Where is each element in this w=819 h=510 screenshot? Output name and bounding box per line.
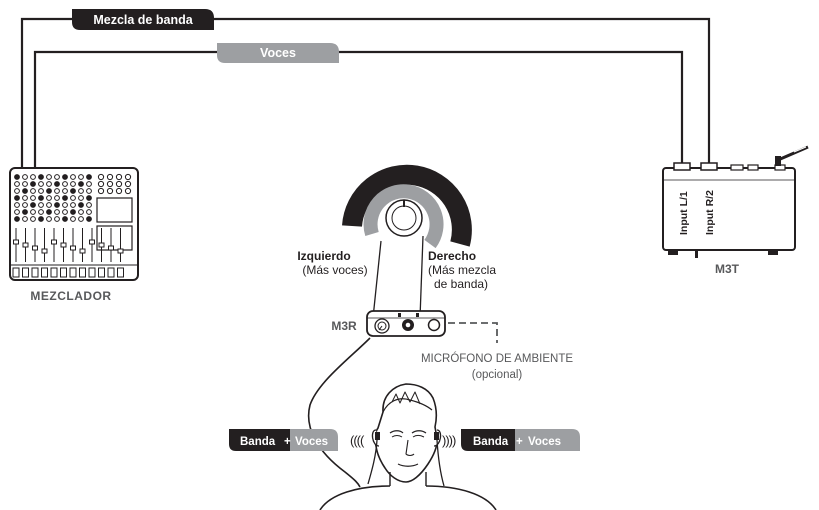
ambient-mic-title: MICRÓFONO DE AMBIENTE — [421, 352, 573, 365]
mixer-display — [96, 197, 133, 223]
input1-label: Input L/1 — [678, 191, 690, 235]
left-mix-badge: Banda + Voces — [229, 429, 338, 451]
right-sound-waves: )))) — [442, 433, 456, 448]
left-subtitle: (Más voces) — [302, 263, 367, 277]
left-sound-waves: (((( — [350, 433, 365, 448]
transmitter-device: Input L/1 Input R/2 — [662, 145, 809, 258]
input2-label: Input R/2 — [704, 190, 716, 235]
right-mix-badge: Banda + Voces — [461, 429, 580, 451]
band-mix-arc — [342, 164, 472, 247]
transmitter-label: M3T — [715, 262, 740, 276]
band-mix-cable — [20, 17, 711, 168]
earphone-cable — [307, 337, 371, 488]
band-mix-label: Mezcla de banda — [93, 13, 193, 27]
vocals-cable — [33, 50, 684, 168]
mixer-device — [9, 167, 139, 281]
antenna — [776, 145, 809, 166]
balance-knob-illustration — [342, 164, 472, 319]
right-subtitle-1: (Más mezcla — [428, 263, 496, 277]
right-title: Derecho — [428, 249, 476, 263]
listener-head — [319, 383, 497, 510]
right-badge-band: Banda — [473, 436, 509, 448]
right-badge-plus: + — [516, 436, 523, 448]
left-title: Izquierdo — [297, 249, 350, 263]
vocals-tab: Voces — [217, 43, 339, 63]
receiver-device — [366, 310, 446, 337]
mixer-label: MEZCLADOR — [30, 289, 111, 303]
vocals-arc — [363, 184, 444, 249]
band-mix-tab: Mezcla de banda — [72, 9, 214, 30]
receiver-label: M3R — [331, 319, 357, 333]
left-badge-plus: + — [284, 436, 291, 448]
left-badge-band: Banda — [240, 436, 276, 448]
right-subtitle-2: de banda) — [434, 277, 488, 291]
right-badge-vocals: Voces — [528, 436, 561, 448]
vocals-label: Voces — [260, 46, 296, 60]
ambient-mic-cable — [448, 322, 498, 343]
left-badge-vocals: Voces — [295, 436, 328, 448]
ambient-mic-optional: (opcional) — [472, 369, 523, 381]
